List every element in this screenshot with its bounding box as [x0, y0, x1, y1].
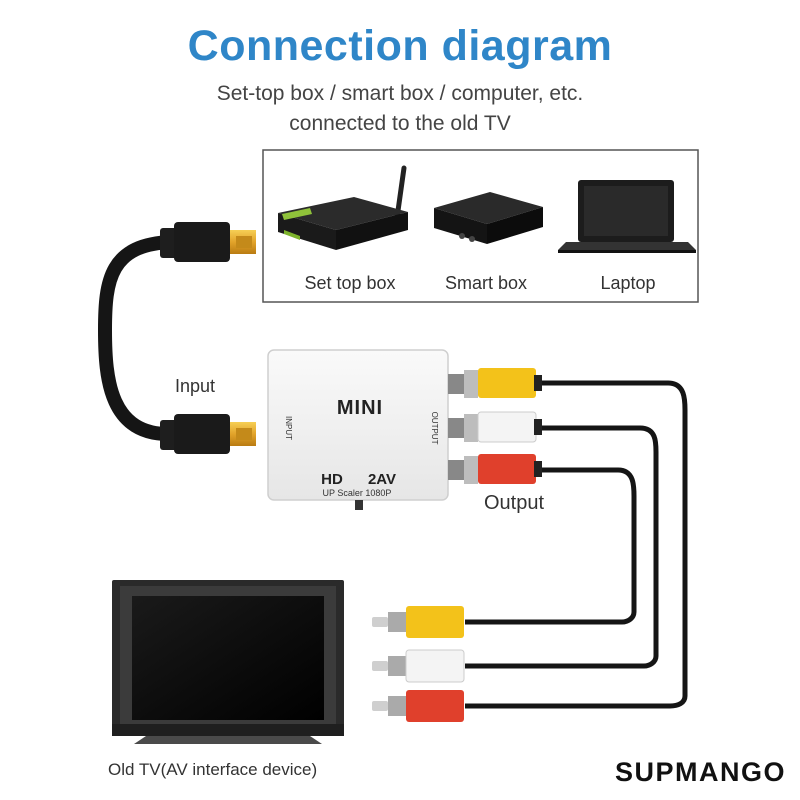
subtitle-line-2: connected to the old TV [289, 112, 511, 135]
old-tv-label: Old TV(AV interface device) [108, 760, 318, 779]
brand-logo: SUPMANGO [614, 757, 786, 787]
smart-box-icon [434, 192, 543, 244]
rca-cable-yellow-route [465, 467, 637, 625]
smart-box-label: Smart box [445, 273, 527, 293]
set-top-box-label: Set top box [304, 273, 395, 293]
laptop-icon [558, 180, 696, 253]
page-title: Connection diagram [187, 22, 613, 70]
rca-plug-red-tv [372, 690, 464, 722]
output-label: Output [484, 492, 545, 514]
rca-plug-white-tv [372, 649, 465, 683]
rca-plug-yellow-tv [372, 606, 464, 638]
rca-plug-red-output [448, 454, 542, 484]
converter-port-input: INPUT [284, 416, 293, 440]
old-tv-icon [112, 580, 344, 744]
hdmi-cable [97, 235, 179, 442]
converter-name: MINI [337, 397, 383, 419]
rca-plug-yellow-output [448, 368, 542, 398]
hdmi-plug-bottom [160, 414, 256, 454]
converter-port-output: OUTPUT [430, 412, 439, 445]
rca-plug-white-output [448, 411, 542, 443]
input-label: Input [175, 376, 216, 396]
converter-av: 2AV [368, 471, 396, 488]
laptop-label: Laptop [600, 273, 655, 293]
mini-converter [267, 349, 449, 510]
rca-cable-white-route [465, 425, 659, 669]
rca-cable-red-route [465, 380, 688, 709]
subtitle-line-1: Set-top box / smart box / computer, etc. [216, 82, 584, 105]
hdmi-plug-top [160, 222, 256, 262]
converter-hd: HD [321, 471, 343, 488]
set-top-box-icon [278, 165, 408, 250]
converter-scaler: UP Scaler 1080P [323, 488, 392, 498]
